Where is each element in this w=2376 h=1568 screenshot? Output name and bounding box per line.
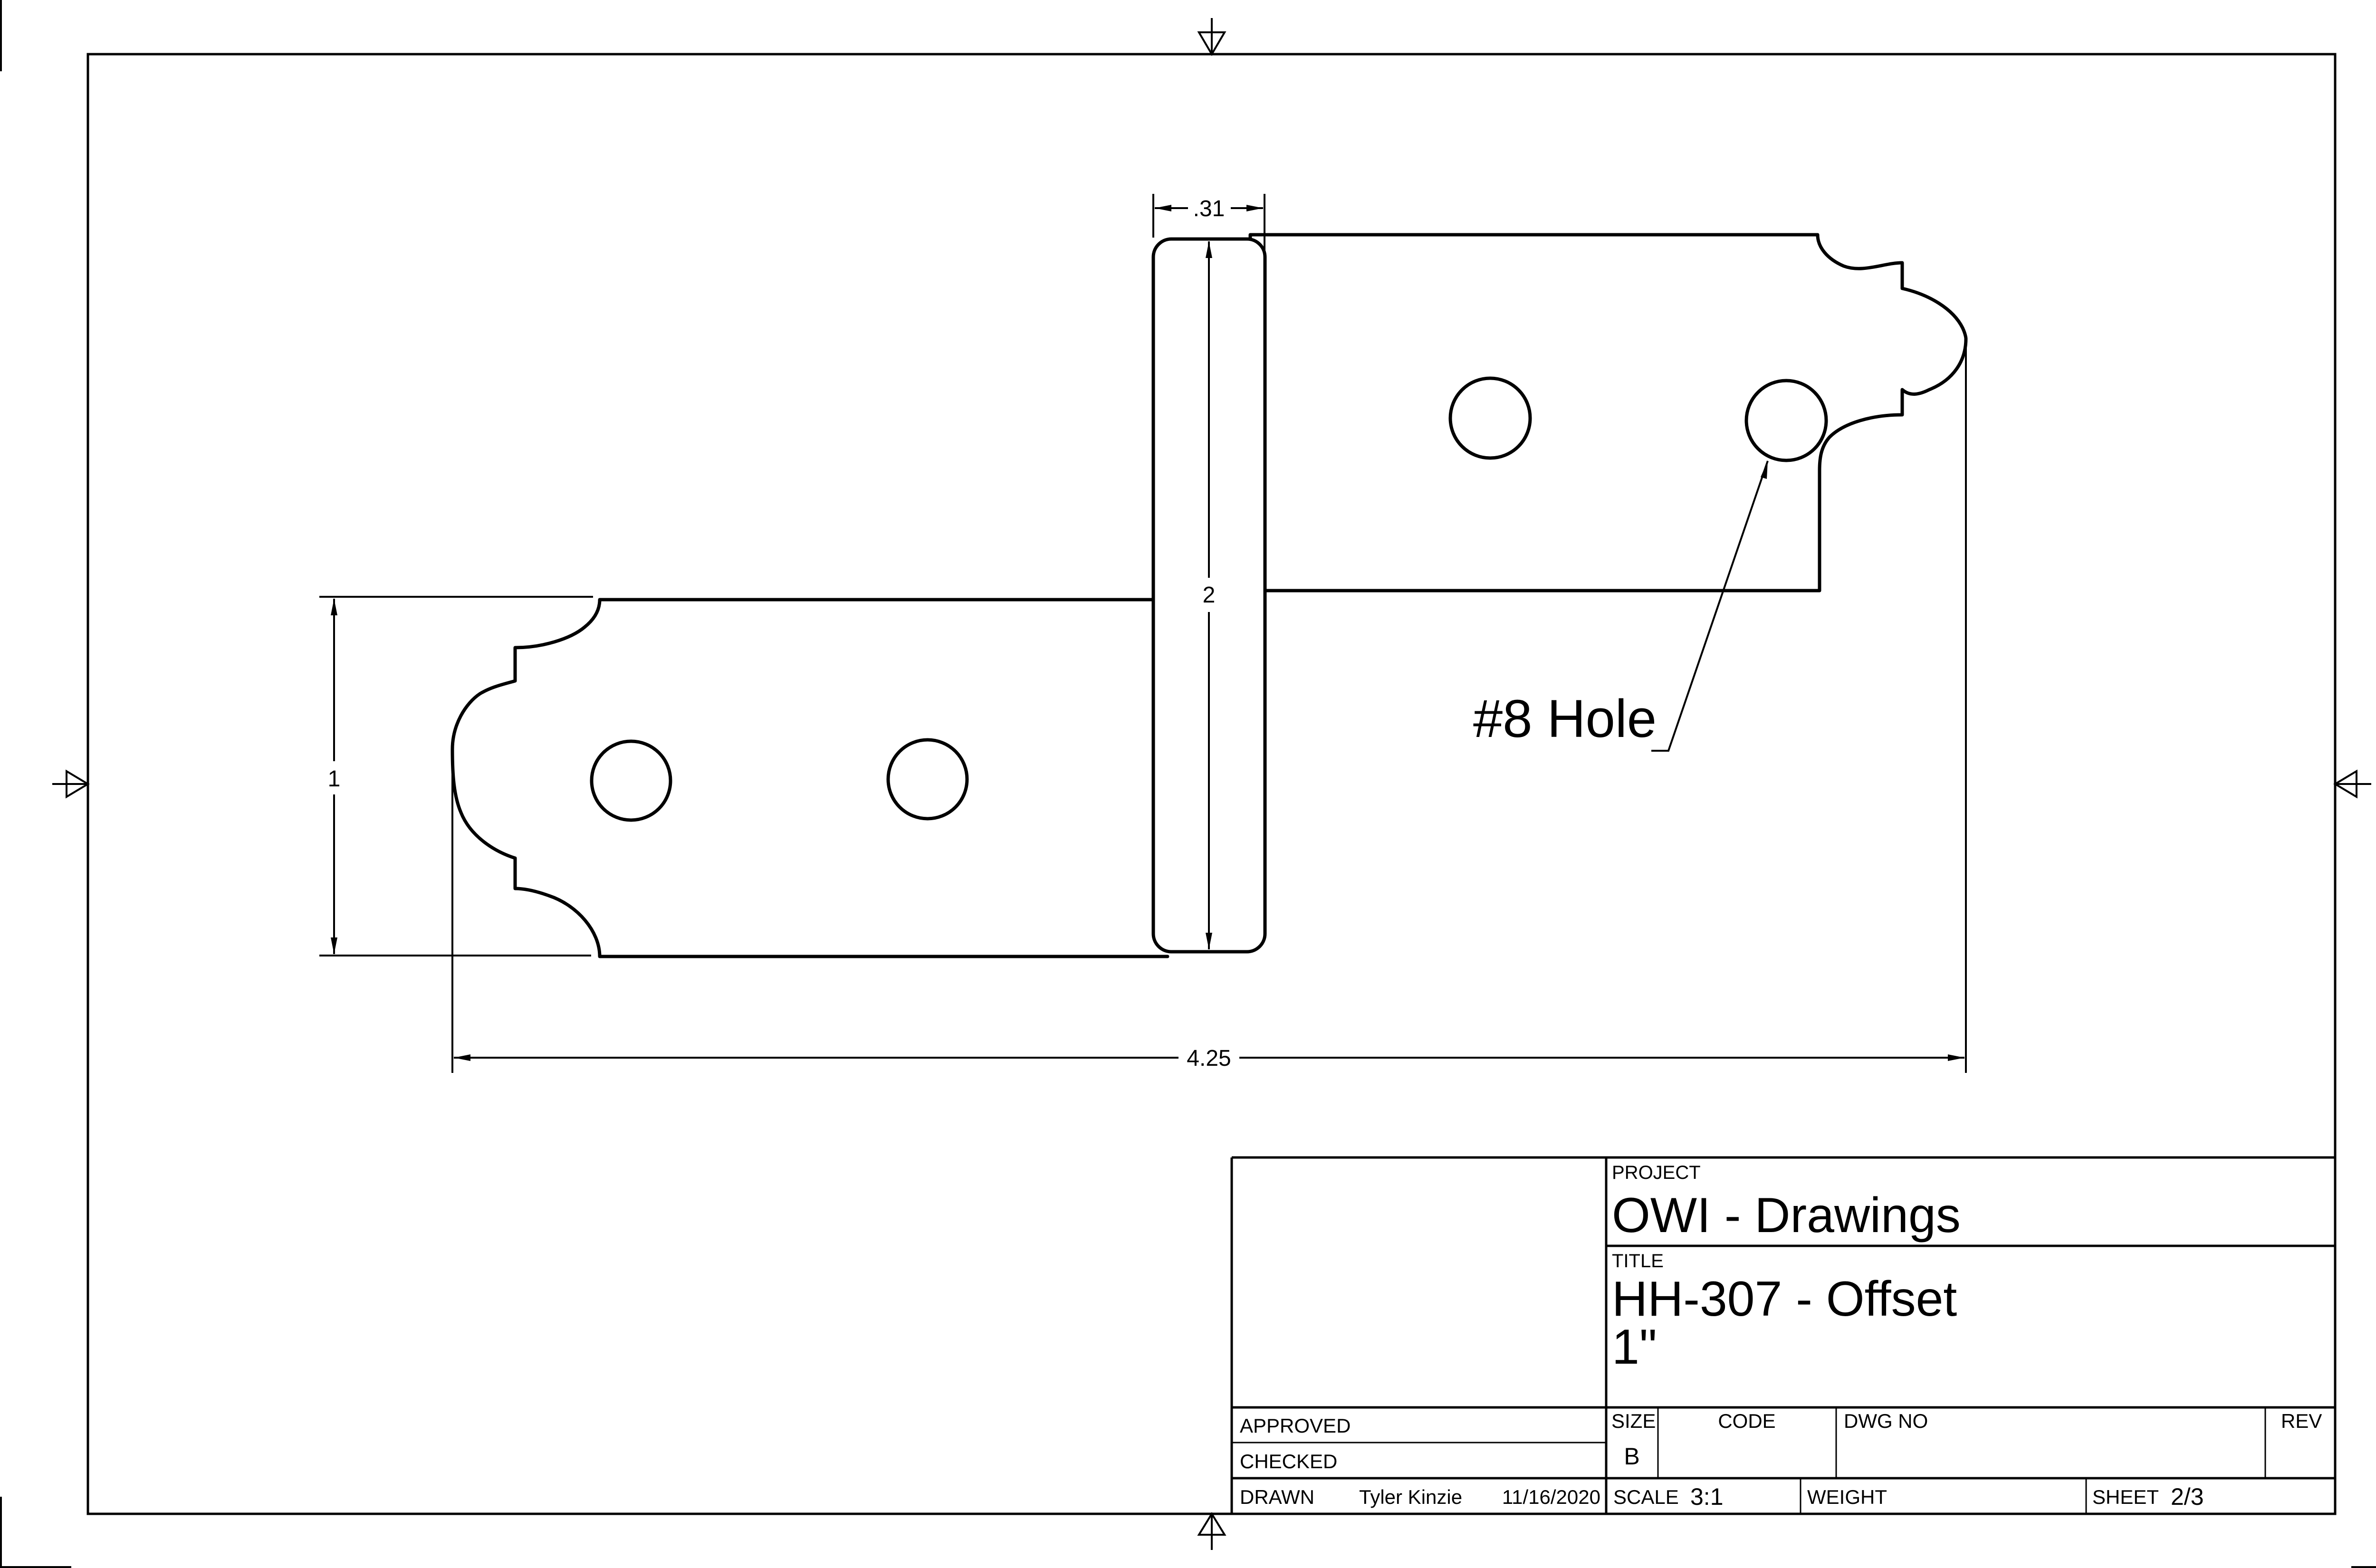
dimension-pin-height-label: 2: [1203, 583, 1216, 608]
title-value-line1: HH-307 - Offset: [1612, 1272, 1957, 1327]
drawn-by-value: Tyler Kinzie: [1359, 1486, 1462, 1508]
hinge-pin: [1151, 237, 1267, 954]
approved-label: APPROVED: [1240, 1415, 1351, 1437]
size-value: B: [1624, 1443, 1639, 1470]
left-leaf-hole-2: [886, 738, 969, 821]
sheet-value: 2/3: [2171, 1483, 2204, 1510]
size-label: SIZE: [1611, 1410, 1656, 1432]
right-hinge-leaf: [1248, 233, 1968, 593]
title-block-logo-area: [1233, 1159, 1605, 1406]
rev-label: REV: [2281, 1410, 2322, 1432]
drawn-date-value: 11/16/2020: [1502, 1486, 1600, 1508]
weight-label: WEIGHT: [1807, 1486, 1887, 1508]
center-mark-left: [52, 769, 90, 799]
dimension-leaf-width: 1: [319, 596, 593, 956]
center-mark-right: [2333, 769, 2371, 799]
scale-value: 3:1: [1690, 1483, 1724, 1510]
dimension-pin-width: .31: [1152, 194, 1265, 257]
sheet-label: SHEET: [2092, 1486, 2159, 1508]
title-value-line2: 1": [1612, 1319, 1657, 1375]
dimension-leaf-width-label: 1: [328, 766, 341, 792]
dimension-overall-length: 4.25: [451, 347, 1967, 1073]
dimension-pin-height: 2: [1203, 241, 1216, 949]
dimension-overall-length-label: 4.25: [1187, 1046, 1231, 1071]
drawing-border: [86, 53, 2337, 1515]
left-leaf-hole-1: [590, 739, 672, 822]
right-leaf-hole-2: [1744, 379, 1828, 462]
checked-label: CHECKED: [1240, 1450, 1337, 1472]
left-hinge-leaf: [450, 598, 1169, 958]
title-label: TITLE: [1612, 1251, 1664, 1272]
center-mark-bottom: [1197, 1512, 1226, 1550]
code-label: CODE: [1718, 1410, 1775, 1432]
dwg-no-label: DWG NO: [1844, 1410, 1928, 1432]
center-mark-top: [1197, 18, 1226, 56]
scale-label: SCALE: [1613, 1486, 1679, 1508]
hole-callout-label: #8 Hole: [1473, 689, 1657, 748]
project-label: PROJECT: [1612, 1162, 1701, 1183]
project-value: OWI - Drawings: [1612, 1188, 1961, 1243]
title-block: PROJECT OWI - Drawings TITLE HH-307 - Of…: [1230, 1156, 2335, 1514]
dimension-pin-width-label: .31: [1193, 196, 1225, 221]
right-leaf-hole-1: [1448, 376, 1532, 460]
drawn-label: DRAWN: [1240, 1486, 1314, 1508]
hole-callout: #8 Hole: [1473, 460, 1769, 752]
